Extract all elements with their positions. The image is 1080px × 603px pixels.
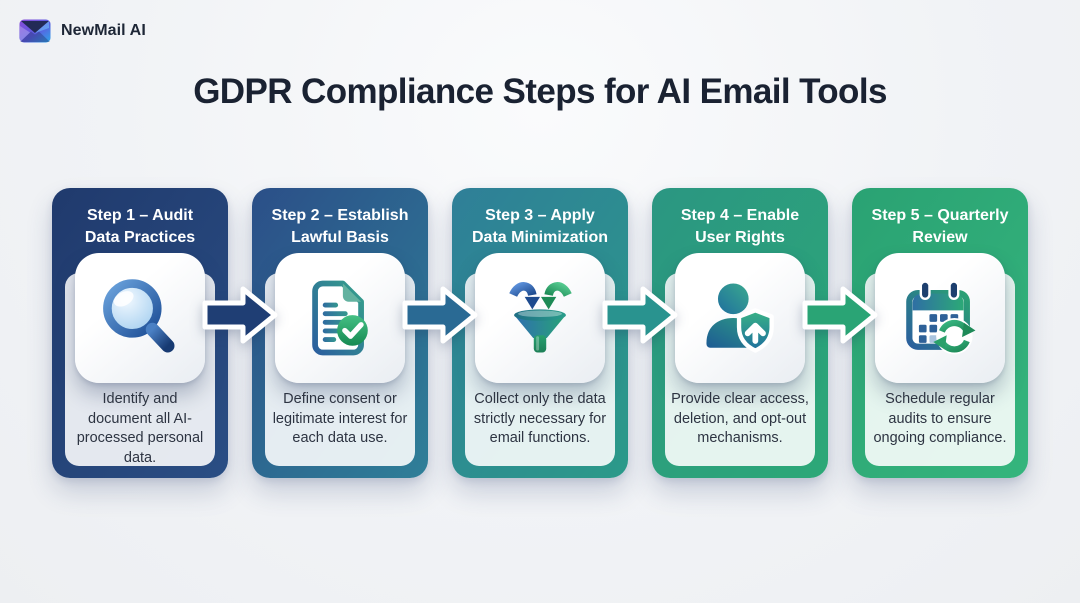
newmail-envelope-icon [19, 19, 51, 43]
step-icon-tile [675, 253, 805, 383]
page-title: GDPR Compliance Steps for AI Email Tools [193, 72, 887, 111]
flow-arrow-1 [202, 286, 278, 344]
step-title: Step 2 – Establish Lawful Basis [271, 207, 409, 246]
step-description: Identify and document all AI-processed p… [76, 391, 204, 466]
step-description: Schedule regular audits to ensure ongoin… [873, 391, 1007, 446]
step-card-1: Step 1 – Audit Data Practices [52, 188, 228, 478]
step-title: Step 5 – Quarterly Review [871, 207, 1009, 246]
steps-flow: Step 1 – Audit Data Practices [52, 188, 1028, 478]
step-icon-tile [475, 253, 605, 383]
step-card-3: Step 3 – Apply Data Minimization [452, 188, 628, 478]
step-title: Step 3 – Apply Data Minimization [471, 207, 608, 246]
document-check-icon [312, 280, 368, 356]
step-card-5: Step 5 – Quarterly Review [852, 188, 1028, 478]
user-shield-icon [706, 283, 774, 353]
calendar-refresh-icon [906, 280, 976, 355]
brand-logo: NewMail AI [18, 16, 146, 46]
flow-arrow-4 [802, 286, 878, 344]
step-card-2: Step 2 – Establish Lawful Basis [252, 188, 428, 478]
step-description: Collect only the data strictly necessary… [473, 391, 607, 446]
step-card-4: Step 4 – Enable User Rights [652, 188, 828, 478]
brand-name: NewMail AI [61, 22, 146, 39]
step-icon-tile [275, 253, 405, 383]
step-description: Provide clear access, deletion, and opt-… [671, 391, 809, 446]
step-icon-tile [75, 253, 205, 383]
step-icon-tile [875, 253, 1005, 383]
step-title: Step 1 – Audit Data Practices [84, 207, 196, 246]
flow-arrow-2 [402, 286, 478, 344]
step-description: Define consent or legitimate interest fo… [272, 391, 408, 446]
flow-arrow-3 [602, 286, 678, 344]
funnel-icon [509, 282, 572, 353]
magnifying-glass-icon [103, 279, 175, 353]
step-title: Step 4 – Enable User Rights [680, 207, 800, 246]
